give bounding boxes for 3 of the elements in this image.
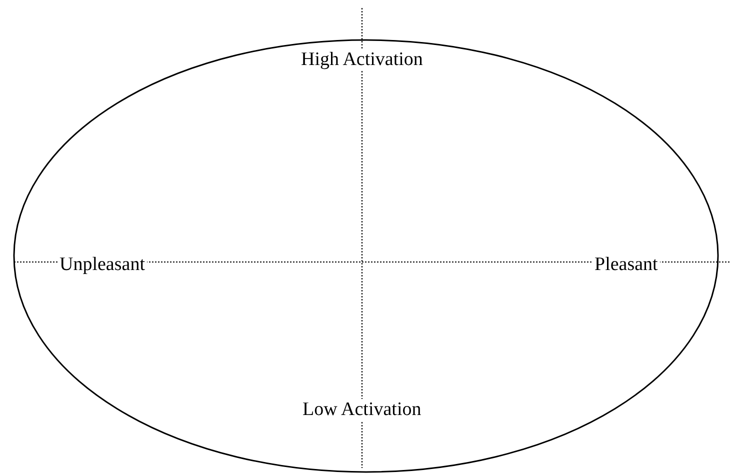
axis-label: Low Activation [300,399,424,421]
axis-label: Unpleasant [58,254,147,276]
axis-label: High Activation [299,49,425,71]
